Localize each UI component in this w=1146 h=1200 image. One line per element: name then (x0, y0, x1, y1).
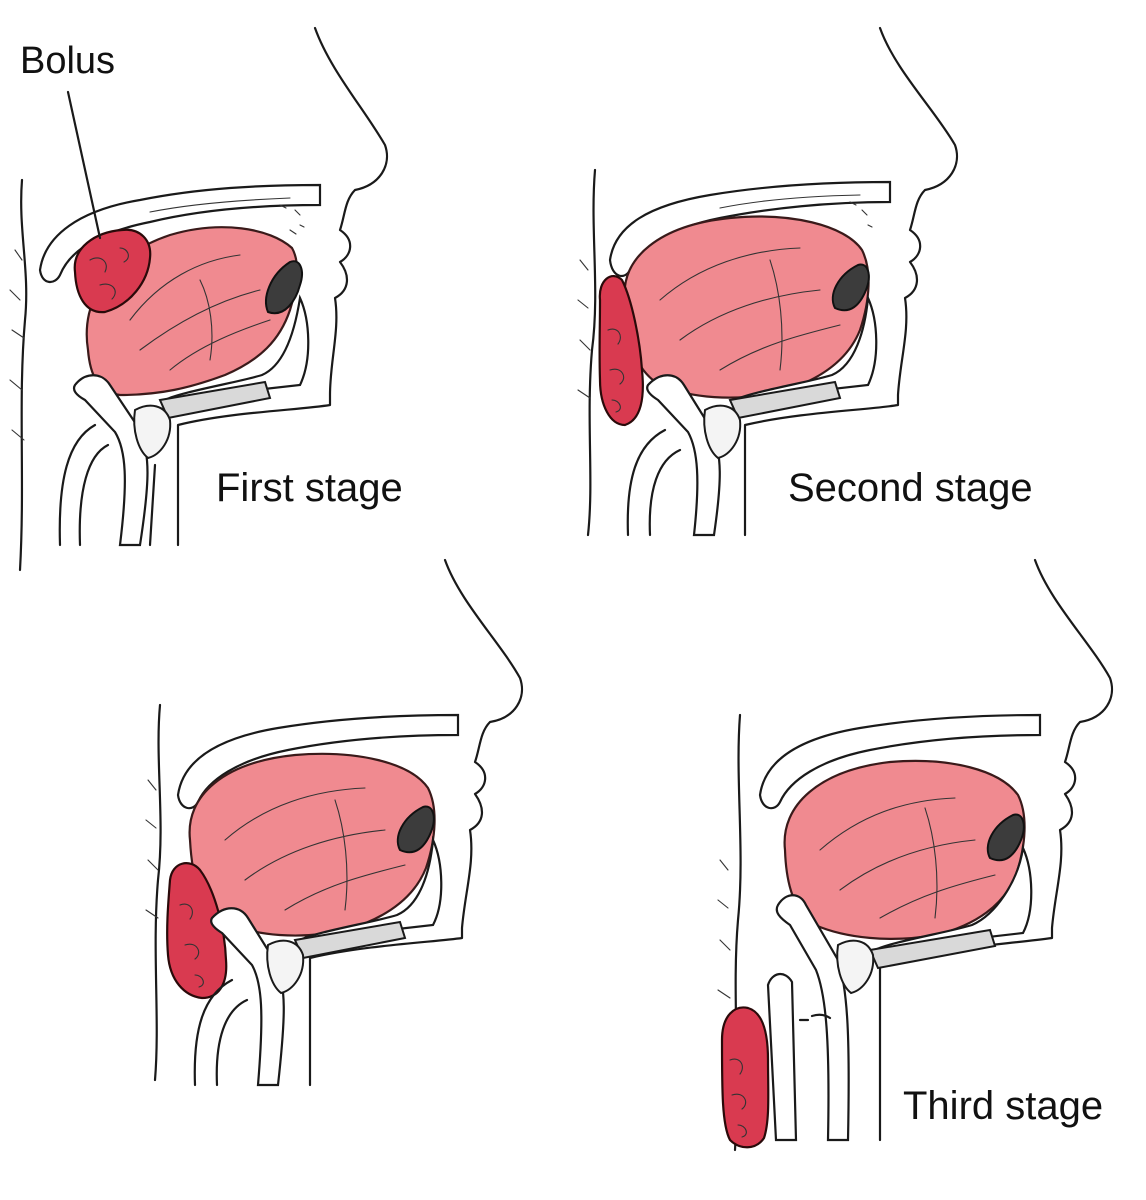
face-profile (743, 26, 959, 537)
palate-texture (149, 197, 305, 235)
bolus-label: Bolus (20, 40, 116, 82)
third-stage-label: Third stage (903, 1084, 1104, 1128)
tongue-texture (224, 787, 406, 911)
epiglottis (775, 894, 850, 1142)
front-teeth (265, 260, 303, 315)
jaw (874, 844, 1033, 952)
hard-palate (758, 713, 1042, 810)
back-of-neck (18, 178, 28, 572)
palate-texture (719, 194, 873, 228)
panel-first-stage (9, 26, 389, 572)
front-teeth (396, 805, 435, 854)
first-stage-label: First stage (216, 466, 403, 510)
back-of-neck (153, 703, 162, 1082)
spine-hatching (717, 859, 731, 999)
tongue-texture (659, 247, 841, 371)
panel-bottom-left-stage (145, 558, 524, 1087)
face-profile (176, 26, 389, 547)
trachea (798, 1013, 832, 1022)
panel-second-stage (577, 26, 959, 537)
jaw (299, 835, 443, 942)
hyoid-bone (836, 939, 875, 995)
hyoid-muscle (868, 928, 997, 970)
tongue-texture (129, 254, 271, 371)
epiglottis (646, 374, 721, 537)
panel-third-stage (717, 558, 1114, 1152)
hyoid-bone (266, 939, 305, 995)
hyoid-bone (703, 404, 742, 460)
second-stage-label: Second stage (788, 466, 1033, 510)
face-profile (878, 558, 1114, 1142)
front-teeth (831, 263, 870, 312)
spine-hatching (577, 259, 591, 399)
epiglottis (210, 907, 285, 1087)
bolus-folds (179, 903, 204, 988)
spine-hatching (9, 249, 25, 441)
bolus-folds (89, 247, 129, 300)
larynx-closed (766, 973, 798, 1142)
bolus-leader-line (66, 90, 102, 240)
face-profile (308, 558, 524, 1087)
trachea (58, 423, 157, 547)
trachea (193, 978, 249, 1087)
hyoid-bone (133, 404, 172, 460)
tongue (623, 215, 870, 399)
back-of-neck (586, 168, 597, 537)
epiglottis (72, 374, 149, 547)
jaw (734, 293, 878, 402)
spine-hatching (145, 779, 159, 919)
front-teeth (986, 813, 1025, 862)
bolus-folds (607, 328, 625, 413)
trachea (626, 428, 682, 537)
tongue-texture (819, 797, 996, 919)
jaw (164, 294, 310, 402)
bolus (598, 275, 644, 427)
bolus-folds (729, 1058, 747, 1138)
bolus (720, 1006, 770, 1149)
